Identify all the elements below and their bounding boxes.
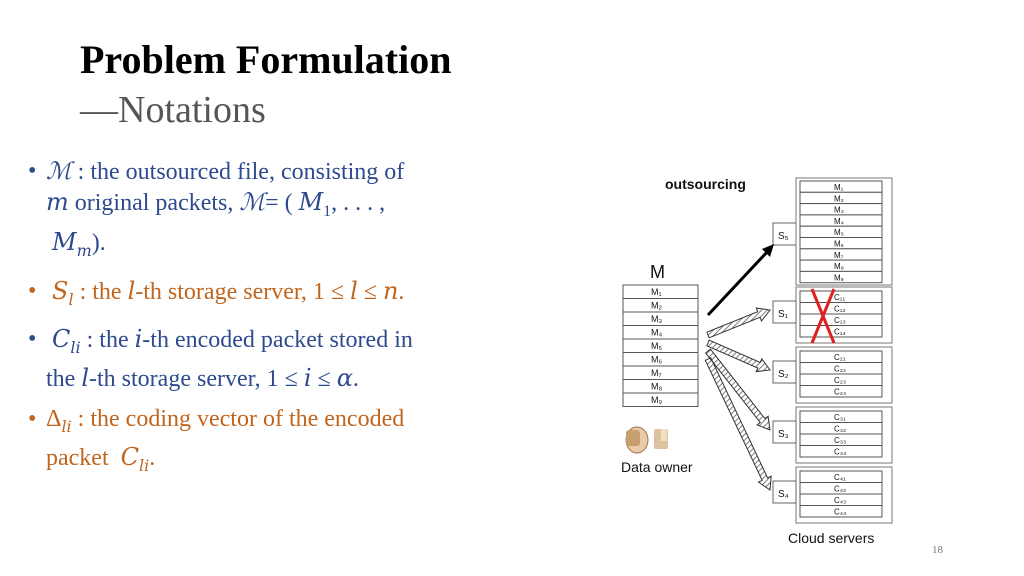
server-label: S₃ <box>778 429 789 440</box>
s5-packet-label: M₁ <box>834 183 844 192</box>
s5-packet-label: M₂ <box>834 194 844 203</box>
s5-packet-cell <box>799 270 883 284</box>
owner-packet-label: M₄ <box>651 328 662 338</box>
owner-file-column: M₁ M₂ M₃ M₄ M₅ M₆ M₇ M₈ M₉ <box>622 284 699 407</box>
data-owner-label: Data owner <box>621 459 693 475</box>
encoded-packet-label: C₂₄ <box>834 388 846 397</box>
server-s1: S₁ C₁₁ C₁₂ C₁₃ C₁₄ <box>772 286 893 344</box>
bullet-file-notation: • ℳ : the outsourced file, consisting of… <box>28 157 405 260</box>
encoded-packet-cell <box>799 445 883 458</box>
owner-packet-label: M₇ <box>651 368 662 378</box>
slide-subtitle: —Notations <box>80 89 266 131</box>
server-label: S₄ <box>778 489 789 500</box>
server-s5-label: S₅ <box>778 231 789 242</box>
page-number: 18 <box>932 544 943 556</box>
s5-packet-label: M₄ <box>834 217 844 226</box>
encoded-packet-label: C₁₄ <box>834 328 846 337</box>
outsourcing-diagram: outsourcing M M₁ M₂ M₃ M₄ M₅ M₆ M₇ M₈ M₉ Data ow… <box>621 176 893 546</box>
coded-transfer-arrow <box>706 339 771 373</box>
encoded-packet-cell <box>799 325 883 338</box>
owner-packet-label: M₈ <box>651 382 662 392</box>
server-label: S₂ <box>778 369 789 380</box>
server-s2: S₂ C₂₁ C₂₂ C₂₃ C₂₄ <box>772 346 893 404</box>
server-failure-mark <box>810 288 836 344</box>
server-s3: S₃ C₃₁ C₃₂ C₃₃ C₃₄ <box>772 406 893 464</box>
encoded-packet-label: C₃₃ <box>834 436 846 445</box>
owner-packet-label: M₂ <box>651 301 662 311</box>
bullet-coding-vector-notation: • Δli : the coding vector of the encoded… <box>28 406 405 475</box>
s5-packet-label: M₉ <box>834 273 844 282</box>
arrow-to-s5 <box>706 249 770 317</box>
encoded-packet-label: C₄₃ <box>834 496 846 505</box>
cloud-servers-label: Cloud servers <box>788 530 874 546</box>
s5-packet-label: M₃ <box>834 206 844 215</box>
encoded-packet-cell <box>799 505 883 518</box>
outsourcing-label: outsourcing <box>665 176 746 192</box>
encoded-packet-label: C₃₂ <box>834 425 846 434</box>
owner-file-label: M <box>650 262 665 282</box>
encoded-packet-label: C₂₂ <box>834 365 846 374</box>
coded-transfer-arrow <box>704 357 772 491</box>
data-owner-icon <box>625 426 668 454</box>
coded-transfer-arrow <box>706 307 771 339</box>
encoded-packet-label: C₄₁ <box>834 473 846 482</box>
server-s5: S₅ M₁ M₂ M₃ M₄ M₅ M₆ M₇ M₈ M₉ <box>772 177 893 286</box>
encoded-packet-cell <box>799 385 883 398</box>
encoded-packet-label: C₁₂ <box>834 305 846 314</box>
slide-title: Problem Formulation <box>80 37 452 82</box>
bullet-packet-notation: • Cli : the i-th encoded packet stored i… <box>28 325 413 393</box>
encoded-packet-label: C₂₃ <box>834 376 846 385</box>
owner-packet-cell <box>622 392 699 407</box>
s5-packet-label: M₈ <box>834 262 844 271</box>
owner-packet-label: M₅ <box>651 341 662 351</box>
server-label: S₁ <box>778 309 789 320</box>
s5-packet-label: M₅ <box>834 228 844 237</box>
coded-transfer-arrow <box>704 348 771 431</box>
encoded-packet-label: C₁₁ <box>834 293 845 302</box>
s5-packet-label: M₆ <box>834 240 844 249</box>
encoded-packet-label: C₄₄ <box>834 508 846 517</box>
encoded-packet-label: C₃₁ <box>834 413 846 422</box>
encoded-packet-label: C₁₃ <box>834 316 846 325</box>
encoded-packet-label: C₂₁ <box>834 353 846 362</box>
notation-list: • ℳ : the outsourced file, consisting of… <box>28 156 508 491</box>
s5-packet-label: M₇ <box>834 251 844 260</box>
owner-packet-label: M₉ <box>651 395 662 405</box>
owner-packet-label: M₁ <box>651 287 662 297</box>
encoded-packet-label: C₄₂ <box>834 485 846 494</box>
bullet-server-notation: • Sl : the l-th storage server, 1 ≤ l ≤ … <box>28 276 405 309</box>
owner-packet-label: M₆ <box>651 355 662 365</box>
server-s4: S₄ C₄₁ C₄₂ C₄₃ C₄₄ <box>772 466 893 524</box>
owner-packet-label: M₃ <box>651 314 662 324</box>
encoded-packet-label: C₃₄ <box>834 448 846 457</box>
